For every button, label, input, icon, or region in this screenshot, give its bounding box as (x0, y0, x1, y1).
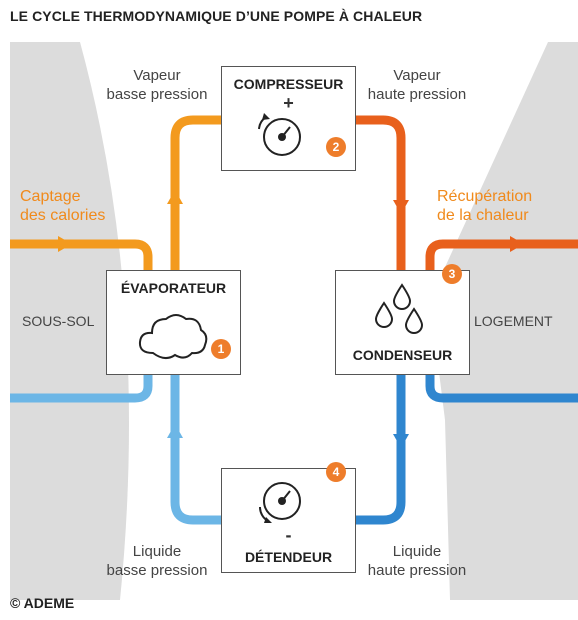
detendeur-minus-sign: - (285, 525, 292, 545)
drops-icon (374, 283, 424, 334)
liquide-hp-arrowhead (393, 434, 409, 448)
liquide-bp-pipe (170, 375, 222, 525)
vapeur-bp-line1: Vapeur (133, 67, 181, 84)
detendeur-badge: 4 (326, 462, 346, 482)
logement-label: LOGEMENT (474, 313, 553, 329)
captage-line2: des calories (20, 207, 106, 224)
captage-arrowhead (58, 236, 72, 252)
captage-line1: Captage (20, 188, 81, 205)
evaporateur-box: ÉVAPORATEUR 1 (106, 270, 241, 375)
liquide-bp-arrowhead (167, 424, 183, 438)
liquide-hp-pipe (355, 375, 406, 525)
sous-sol-area (10, 42, 129, 600)
compresseur-box: COMPRESSEUR + 2 (221, 66, 356, 171)
compresseur-plus-sign: + (283, 93, 294, 113)
liquide-hp-label: Liquide haute pression (352, 542, 482, 580)
page-title: LE CYCLE THERMODYNAMIQUE D’UNE POMPE À C… (10, 8, 423, 24)
compresseur-title: COMPRESSEUR (233, 76, 344, 92)
recuperation-line1: Récupération (437, 188, 533, 205)
evaporateur-badge: 1 (211, 339, 231, 359)
copyright: © ADEME (10, 595, 75, 611)
compressor-gauge-icon (258, 113, 301, 156)
condenseur-box: CONDENSEUR (335, 270, 470, 375)
recuperation-flow (425, 239, 578, 275)
condenseur-title: CONDENSEUR (352, 347, 453, 363)
vapeur-bp-line2: basse pression (106, 86, 208, 103)
recuperation-label: Récupération de la chaleur (437, 187, 532, 225)
compresseur-badge: 2 (326, 137, 346, 157)
sous-sol-return (10, 375, 153, 403)
vapeur-hp-label: Vapeur haute pression (352, 66, 482, 104)
sous-sol-label: SOUS-SOL (22, 313, 95, 329)
logement-return (425, 375, 578, 403)
vapeur-hp-line1: Vapeur (393, 67, 441, 84)
vapeur-bp-label: Vapeur basse pression (92, 66, 222, 104)
liquide-hp-line2: haute pression (367, 562, 467, 579)
liquide-bp-label: Liquide basse pression (92, 542, 222, 580)
evaporateur-title: ÉVAPORATEUR (120, 280, 227, 296)
liquide-hp-line1: Liquide (392, 543, 442, 560)
liquide-bp-line2: basse pression (106, 562, 208, 579)
recuperation-line2: de la chaleur (437, 207, 529, 224)
vapeur-bp-pipe (170, 115, 222, 270)
logement-area (430, 42, 578, 600)
detendeur-box: - DÉTENDEUR (221, 468, 356, 573)
detendeur-title: DÉTENDEUR (244, 549, 333, 565)
captage-flow (10, 239, 153, 275)
condenseur-badge: 3 (442, 264, 462, 284)
recuperation-arrowhead (510, 236, 524, 252)
vapeur-hp-pipe (355, 115, 406, 270)
liquide-bp-line1: Liquide (132, 543, 182, 560)
vapeur-hp-line2: haute pression (367, 86, 467, 103)
vapeur-bp-arrowhead (167, 190, 183, 204)
expansion-gauge-icon (258, 482, 301, 523)
captage-label: Captage des calories (20, 187, 105, 225)
vapeur-hp-arrowhead (393, 200, 409, 214)
cloud-icon (138, 314, 208, 359)
